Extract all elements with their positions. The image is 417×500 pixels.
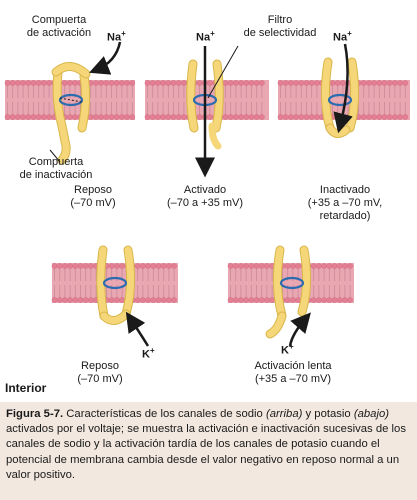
k-state-resting-name: Reposo [81,360,119,372]
na-ion-charge: + [210,29,215,38]
label-selectivity-filter-line1: Filtro [267,14,293,26]
label-activation-gate-line1: Compuerta [31,14,87,26]
label-activation-gate: Compuerta de activación [12,14,106,40]
ion-channel-diagram [4,41,410,347]
na-ion-symbol: Na [196,31,211,44]
na-state-resting-name: Reposo [74,184,112,196]
k-state-resting: Reposo (–70 mV) [60,360,140,386]
na-ion-symbol: Na [333,31,348,44]
k-state-slow-activation: Activación lenta (+35 a –70 mV) [238,360,348,386]
na-state-inactivated-extra: retardado) [319,210,371,222]
na-ion-charge: + [121,29,126,38]
na-state-activated: Activado (–70 a +35 mV) [150,184,260,210]
k-ion-charge: + [288,342,294,351]
figure-caption: Figura 5-7. Características de los canal… [0,402,417,500]
label-activation-gate-line2: de activación [26,27,92,39]
caption-figure-number: Figura 5-7. [6,408,64,420]
membrane-na-resting [4,80,136,120]
k-state-slow-activation-name: Activación lenta [254,360,332,372]
inactivation-gate-pointer [49,149,61,163]
k-ion-symbol: K [142,348,150,361]
caption-text-part2: y potasio [302,408,354,420]
na-ion-label-resting: Na+ [107,29,126,44]
caption-arriba: (arriba) [265,408,303,420]
k-channel-resting [96,245,136,325]
membrane-k-slow [227,263,354,303]
selectivity-filter-pointer [207,45,239,99]
label-selectivity-filter: Filtro de selectividad [224,14,336,40]
na-state-resting-voltage: (–70 mV) [70,197,116,209]
na-state-resting: Reposo (–70 mV) [48,184,138,210]
k-channel-slow-activation [265,245,312,339]
caption-text-part1: Características de los canales de sodio [63,408,266,420]
na-state-inactivated-voltage: (+35 a –70 mV, [307,197,383,209]
k-state-resting-voltage: (–70 mV) [77,373,123,385]
na-state-activated-name: Activado [183,184,227,196]
membrane-na-activated [144,80,269,120]
na-arrow-inactivated [333,43,353,134]
na-state-inactivated-name: Inactivado [319,184,371,196]
label-inactivation-gate: Compuerta de inactivación [4,156,108,182]
na-ion-symbol: Na [107,31,122,44]
na-ion-label-inactivated: Na+ [333,29,352,44]
membrane-k-resting [51,263,178,303]
k-ion-label-resting: K+ [142,346,155,361]
na-state-inactivated: Inactivado (+35 a –70 mV, retardado) [286,184,404,223]
na-arrow-resting [89,41,122,75]
k-arrow-resting [125,311,150,347]
label-inactivation-gate-line1: Compuerta [28,156,84,168]
caption-abajo: (abajo) [353,408,390,420]
na-channel-resting [51,62,91,165]
caption-text-part3: activados por el voltaje; se muestra la … [6,423,406,481]
na-ion-label-activated: Na+ [196,29,215,44]
k-state-slow-activation-voltage: (+35 a –70 mV) [254,373,332,385]
k-ion-symbol: K [281,344,289,357]
label-inactivation-gate-line2: de inactivación [19,169,93,181]
k-arrow-slow [288,312,311,347]
na-ion-charge: + [347,29,352,38]
label-interior: Interior [5,381,47,395]
label-selectivity-filter-line2: de selectividad [243,27,317,39]
na-state-activated-voltage: (–70 a +35 mV) [166,197,244,209]
k-ion-label-slow: K+ [281,342,294,357]
k-ion-charge: + [149,346,155,355]
